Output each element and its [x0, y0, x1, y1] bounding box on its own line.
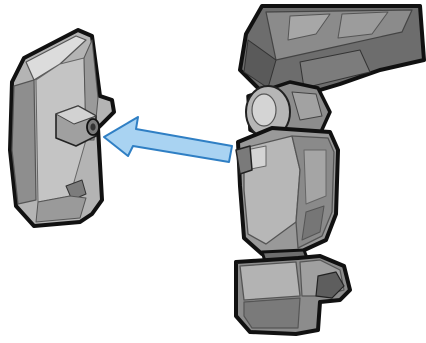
armor-plate-icon [10, 30, 114, 226]
direction-arrow [104, 117, 232, 162]
armor-plate-left-face [12, 80, 36, 204]
arrow-left-icon [104, 117, 232, 162]
robot-leg-icon [236, 6, 424, 334]
